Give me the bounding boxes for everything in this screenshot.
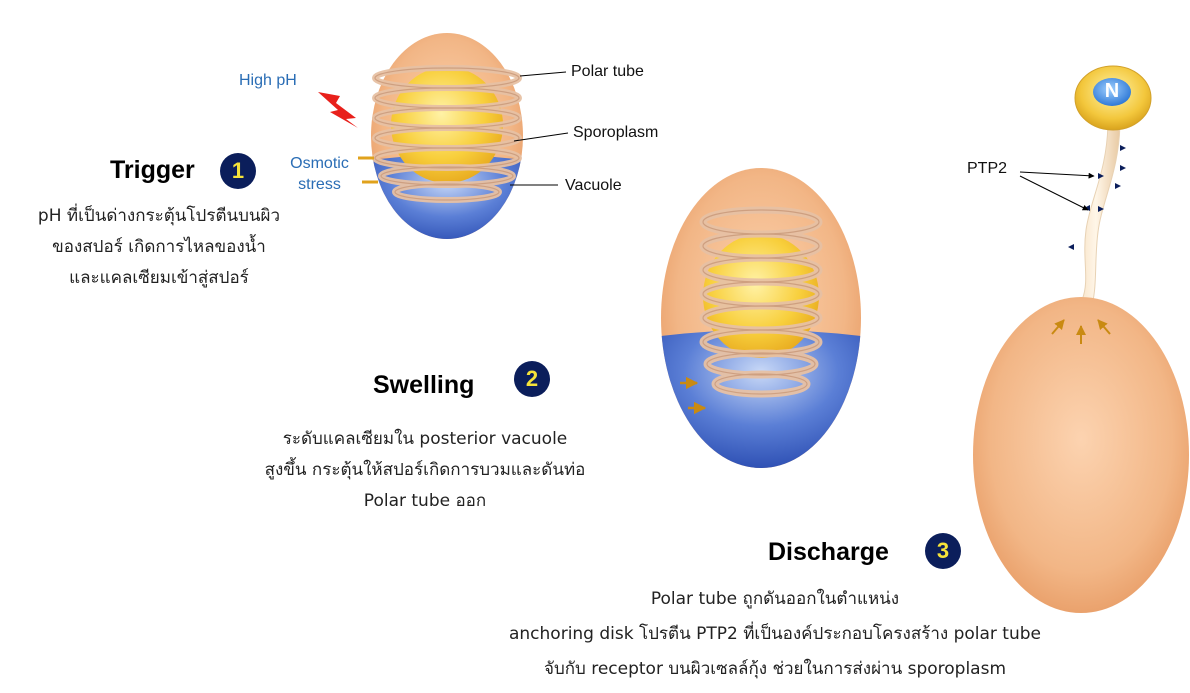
spore-3 xyxy=(973,66,1189,613)
ptp2-label: PTP2 xyxy=(967,160,1007,178)
nucleus-letter: N xyxy=(1100,80,1124,103)
osmotic-line-2: stress xyxy=(282,174,357,195)
vacuole-label: Vacuole xyxy=(565,177,622,195)
trigger-desc-line: pH ที่เป็นด่างกระตุ้นโปรตีนบนผิว xyxy=(0,201,318,232)
swelling-desc-line: ระดับแคลเซียมใน posterior vacuole xyxy=(215,424,635,455)
sporoplasm-label: Sporoplasm xyxy=(573,124,658,142)
swelling-desc-line: สูงขึ้น กระตุ้นให้สปอร์เกิดการบวมและดันท… xyxy=(215,455,635,486)
step-2-badge: 2 xyxy=(514,361,550,397)
discharge-desc-line: anchoring disk โปรตีน PTP2 ที่เป็นองค์ปร… xyxy=(430,617,1120,652)
discharge-title: Discharge xyxy=(768,538,889,567)
step-1-badge: 1 xyxy=(220,153,256,189)
polar-tube-label: Polar tube xyxy=(571,63,644,81)
step-3-badge: 3 xyxy=(925,533,961,569)
trigger-desc-line: ของสปอร์ เกิดการไหลของน้ำ xyxy=(0,232,318,263)
trigger-title: Trigger xyxy=(110,156,195,185)
trigger-desc-line: และแคลเซียมเข้าสู่สปอร์ xyxy=(0,263,318,294)
swelling-title: Swelling xyxy=(373,371,474,400)
trigger-description: pH ที่เป็นด่างกระตุ้นโปรตีนบนผิว ของสปอร… xyxy=(0,201,318,294)
swelling-desc-line: Polar tube ออก xyxy=(215,486,635,517)
spore-1 xyxy=(318,33,568,245)
discharge-desc-line: Polar tube ถูกดันออกในตำแหน่ง xyxy=(430,582,1120,617)
high-ph-label: High pH xyxy=(239,72,297,90)
spore-2 xyxy=(661,168,861,470)
lightning-icon xyxy=(318,92,358,128)
discharge-desc-line: จับกับ receptor บนผิวเซลล์กุ้ง ช่วยในการ… xyxy=(430,652,1120,687)
osmotic-stress-label: Osmotic stress xyxy=(282,153,357,195)
swelling-description: ระดับแคลเซียมใน posterior vacuole สูงขึ้… xyxy=(215,424,635,517)
discharge-description: Polar tube ถูกดันออกในตำแหน่ง anchoring … xyxy=(430,582,1120,687)
osmotic-line-1: Osmotic xyxy=(282,153,357,174)
